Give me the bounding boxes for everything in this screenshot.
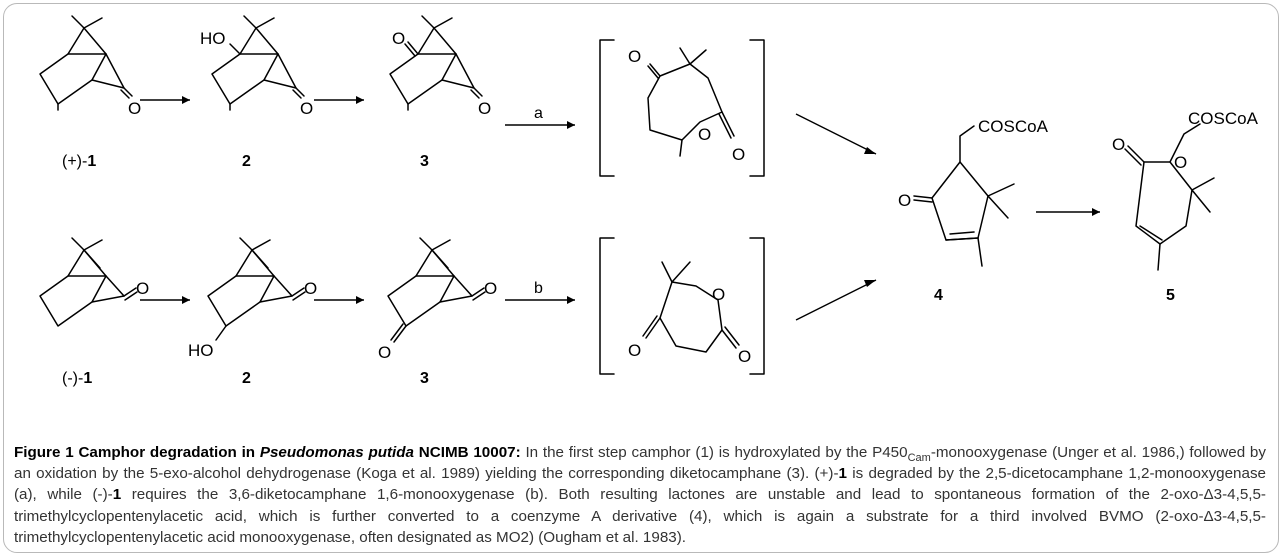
svg-text:O: O [478,99,491,118]
label-bottom-3: 3 [420,370,429,387]
label-5: 5 [1166,287,1175,304]
svg-text:O: O [378,343,391,362]
compound-bottom-2: O HO [188,237,317,360]
label-minus-1: (-)-1 [62,370,92,387]
atom-coscoa-4: COSCoA [978,117,1049,136]
svg-text:O: O [628,47,641,66]
svg-text:O: O [1174,153,1187,172]
compound-5: O O COSCoA [1112,109,1259,271]
compound-minus-1: O [39,237,149,327]
svg-text:O: O [698,125,711,144]
svg-text:O: O [304,279,317,298]
atom-coscoa-5: COSCoA [1188,109,1259,128]
lactone-bottom: O O O [599,237,765,375]
compound-top-3: O O [389,15,491,118]
label-4: 4 [934,287,943,304]
reaction-scheme: O (+)-1 O HO 2 O O 3 a [39,15,1259,387]
label-plus-1: (+)-1 [62,153,96,170]
reagent-a: a [534,105,543,122]
atom-ho: HO [200,29,226,48]
svg-text:O: O [898,191,911,210]
compound-bottom-3: O O [378,237,497,362]
figure-frame [3,3,1279,553]
svg-text:O: O [1112,135,1125,154]
figure-caption: Figure 1 Camphor degradation in Pseudomo… [14,444,1266,546]
svg-text:O: O [484,279,497,298]
arrow-converge-top [795,113,877,155]
svg-text:HO: HO [188,341,214,360]
compound-top-2: O HO [200,15,313,118]
compound-4: O COSCoA [898,117,1049,267]
atom-o: O [128,99,141,118]
compound-plus-1: O [39,15,141,118]
label-top-3: 3 [420,153,429,170]
svg-text:O: O [392,29,405,48]
arrowhead-top-1 [182,96,190,104]
caption-title: Figure 1 Camphor degradation in Pseudomo… [14,444,521,461]
svg-text:O: O [628,341,641,360]
svg-text:O: O [300,99,313,118]
svg-text:O: O [732,145,745,164]
svg-text:O: O [738,347,751,366]
label-top-2: 2 [242,153,251,170]
svg-text:O: O [136,279,149,298]
arrow-converge-bottom [795,279,877,321]
label-bottom-2: 2 [242,370,251,387]
lactone-top: O O O [599,39,765,177]
reagent-b: b [534,280,543,297]
svg-text:O: O [712,285,725,304]
